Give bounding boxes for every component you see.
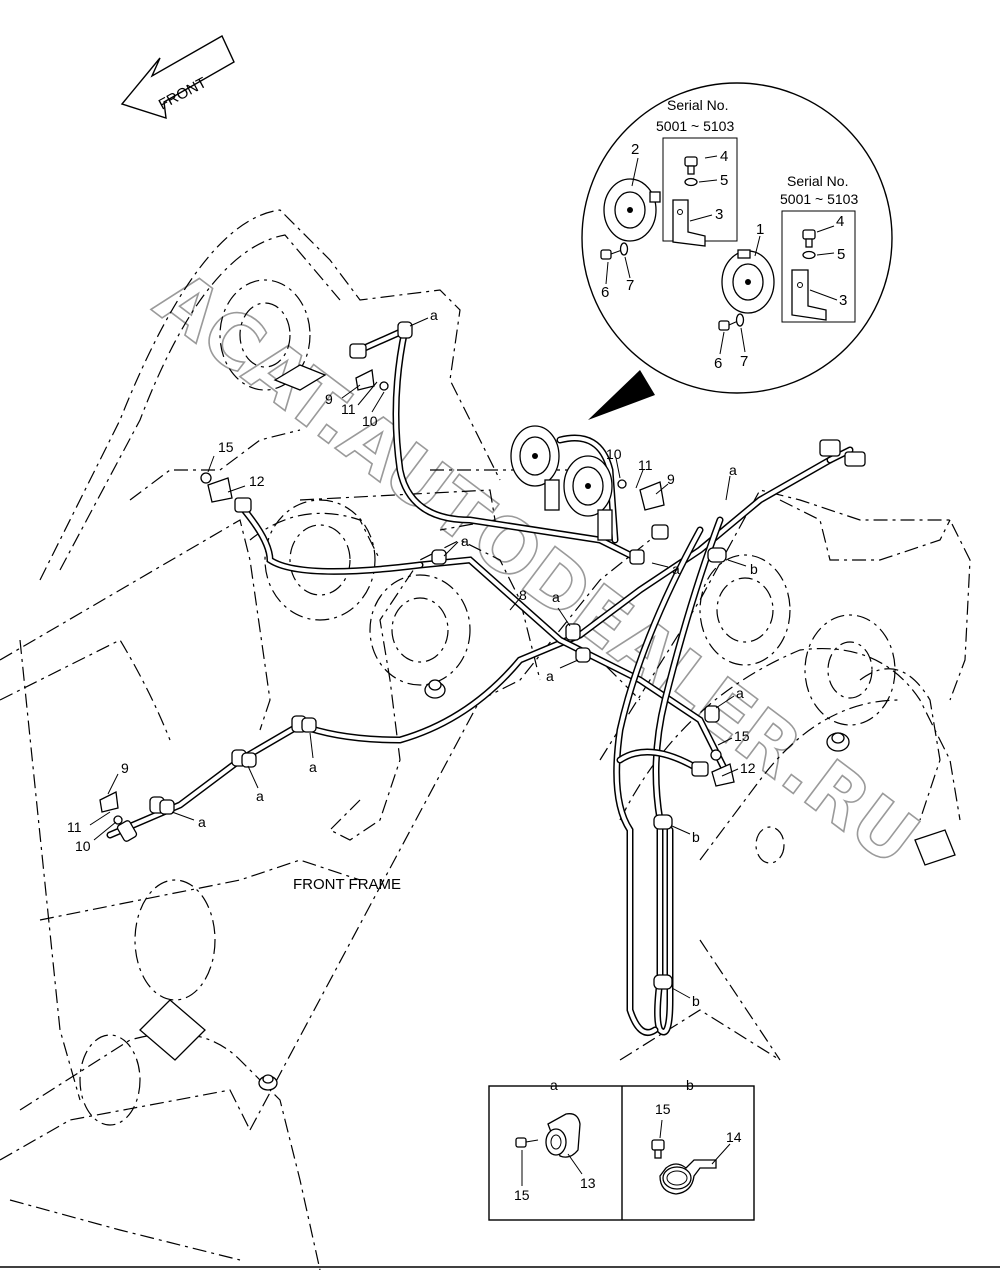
horn-1 <box>721 249 775 314</box>
part-label-6: 6 <box>714 355 722 372</box>
front-arrow-label: FRONT <box>156 74 210 113</box>
bolt-6-left <box>600 249 623 260</box>
callout-10: 10 <box>75 838 91 854</box>
callout-10: 10 <box>606 446 622 462</box>
part-label-7: 7 <box>740 353 748 370</box>
part-label-5: 5 <box>720 172 728 189</box>
callouts-lower-left: a a a 9 11 10 <box>67 732 317 854</box>
horn-detail-circle: Serial No. 5001 ~ 5103 Serial No. 5001 ~… <box>581 82 893 420</box>
washer-7-right <box>735 313 745 327</box>
callout-a: a <box>552 589 560 605</box>
front-arrow: FRONT <box>120 35 235 119</box>
horn-2 <box>603 178 661 242</box>
legend-bolt-label-a: 15 <box>514 1187 530 1203</box>
part-label-3: 3 <box>715 206 723 223</box>
part-label-3: 3 <box>839 292 847 309</box>
callout-a: a <box>430 307 438 323</box>
clamp-a <box>704 705 720 723</box>
frame-fixtures <box>139 364 956 1091</box>
washer-7-left <box>619 242 629 256</box>
part-label-7: 7 <box>626 277 634 294</box>
clamp-a-detail <box>515 1113 583 1186</box>
clamp-a <box>565 623 591 663</box>
callout-b: b <box>750 561 758 577</box>
legend-header-a: a <box>550 1077 558 1093</box>
callout-12: 12 <box>249 473 265 489</box>
brackets <box>99 369 735 825</box>
callout-a: a <box>198 814 206 830</box>
legend-clamp-label-14: 14 <box>726 1129 742 1145</box>
callout-a: a <box>309 759 317 775</box>
legend-clamp-label-13: 13 <box>580 1175 596 1191</box>
serial-range-left: 5001 ~ 5103 <box>656 118 734 134</box>
leader-lines <box>605 155 838 355</box>
bracket-3-right <box>791 269 827 321</box>
part-label-5: 5 <box>837 246 845 263</box>
callout-15: 15 <box>734 728 750 744</box>
part-label-4: 4 <box>720 148 728 165</box>
callout-11: 11 <box>67 819 82 835</box>
bracket-3-left <box>672 199 706 247</box>
part-label-6: 6 <box>601 284 609 301</box>
serial-label-left: Serial No. <box>667 97 728 113</box>
callouts-horns: 10 11 9 <box>606 446 675 495</box>
frame-bores <box>79 279 896 1126</box>
callout-9: 9 <box>667 471 675 487</box>
callout-a: a <box>729 462 737 478</box>
callout-a: a <box>461 533 469 549</box>
callout-a: a <box>546 668 554 684</box>
clamp-a <box>291 715 317 733</box>
clamp-b <box>707 547 727 563</box>
washer-5-right <box>802 250 816 260</box>
callout-b: b <box>692 829 700 845</box>
callouts-center: a a 8 a a a b a <box>443 462 758 709</box>
clamp-b <box>653 814 673 830</box>
serial-range-right: 5001 ~ 5103 <box>780 191 858 207</box>
serial-label-right: Serial No. <box>787 173 848 189</box>
callout-15: 15 <box>218 439 234 455</box>
legend-header-b: b <box>686 1077 694 1093</box>
callout-10: 10 <box>362 413 378 429</box>
harness-clamps <box>149 321 727 990</box>
callout-a: a <box>736 685 744 701</box>
bolt-4-right <box>802 229 816 248</box>
clamp-b <box>653 974 673 990</box>
legend-bolt-label-b: 15 <box>655 1101 671 1117</box>
callout-9: 9 <box>325 391 333 407</box>
clamp-a <box>231 749 257 768</box>
callouts-right: 15 12 b b <box>671 728 756 1009</box>
front-frame-label: FRONT FRAME <box>293 876 401 893</box>
callout-8: 8 <box>519 587 527 603</box>
bolt-4-left <box>684 156 698 175</box>
part-label-1: 1 <box>756 221 764 238</box>
callout-11: 11 <box>341 401 356 417</box>
clamp-a <box>397 321 413 339</box>
part-label-4: 4 <box>836 213 844 230</box>
callout-a: a <box>256 788 264 804</box>
clamp-a <box>431 549 447 565</box>
callout-b: b <box>692 993 700 1009</box>
clamp-legend: a b 15 13 15 14 <box>488 1077 755 1221</box>
part-label-2: 2 <box>631 141 639 158</box>
horn <box>510 425 560 511</box>
clamp-a <box>149 796 175 815</box>
bolt-6-right <box>718 320 739 331</box>
callout-12: 12 <box>740 760 756 776</box>
callout-11: 11 <box>638 457 653 473</box>
callout-9: 9 <box>121 760 129 776</box>
horn <box>563 455 613 541</box>
horns-installed <box>510 425 613 541</box>
callouts-upper-left: a 9 11 10 15 12 <box>207 307 438 493</box>
connectors <box>116 343 866 842</box>
clamp-b-detail <box>651 1119 731 1195</box>
washer-5-left <box>684 177 698 187</box>
callout-a: a <box>672 561 680 577</box>
